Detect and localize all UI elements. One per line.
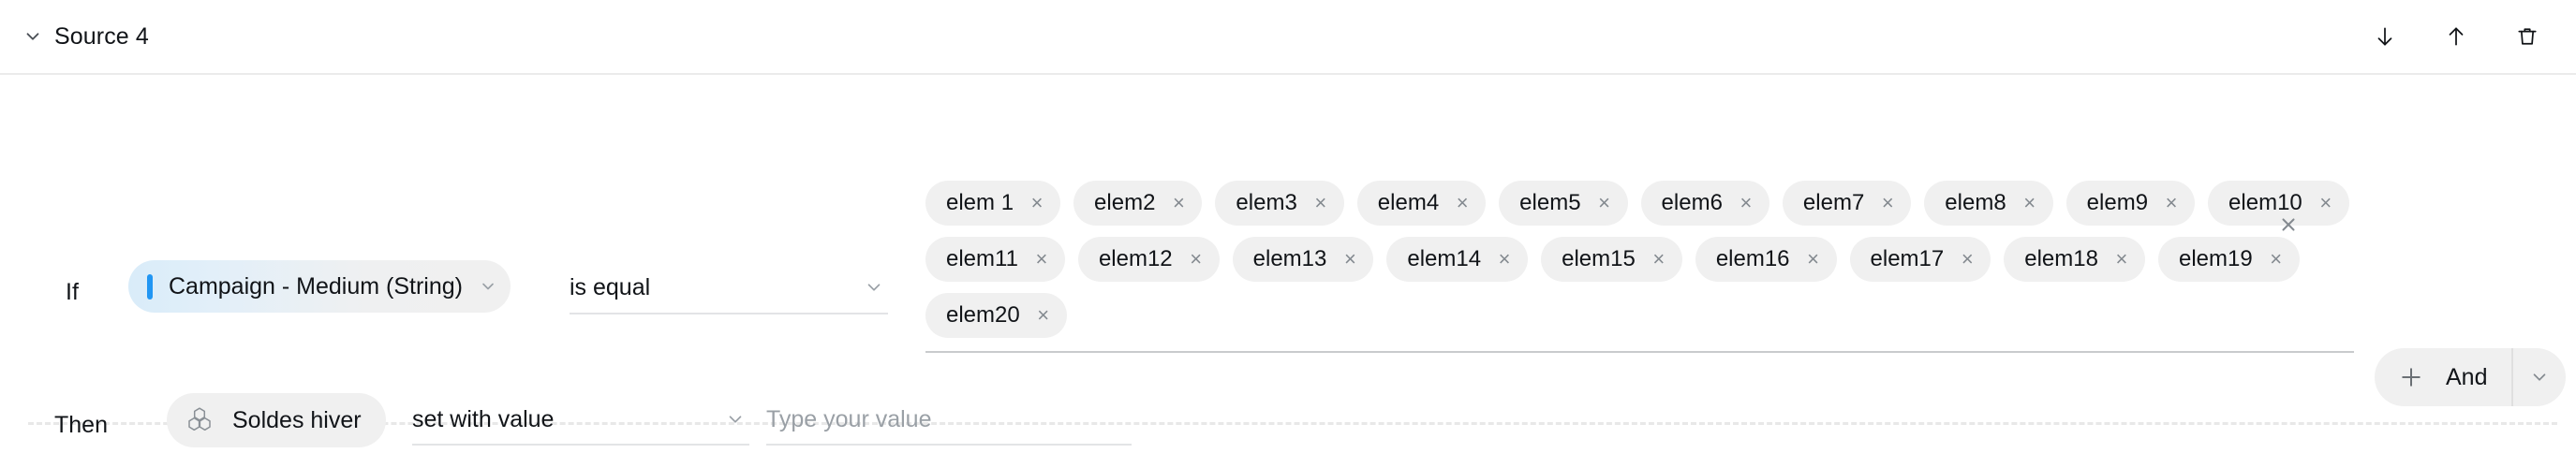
- then-action-select[interactable]: set with value: [412, 395, 749, 446]
- tag-label: elem 1: [946, 190, 1014, 215]
- then-value-field-wrap: [766, 395, 1132, 446]
- hexagon-cluster-icon: [184, 404, 215, 436]
- condition-field-value: Campaign - Medium (String): [169, 272, 463, 300]
- tag-label: elem15: [1562, 246, 1636, 271]
- tag-label: elem12: [1098, 246, 1173, 271]
- and-label: And: [2446, 363, 2488, 390]
- tag-chip[interactable]: elem10 ×: [2208, 181, 2349, 226]
- tag-label: elem7: [1802, 190, 1865, 215]
- tag-remove-icon[interactable]: ×: [1343, 247, 1356, 271]
- tag-remove-icon[interactable]: ×: [2165, 191, 2178, 214]
- tag-remove-icon[interactable]: ×: [1598, 191, 1610, 214]
- tag-chip[interactable]: elem16 ×: [1695, 237, 1837, 282]
- tag-label: elem5: [1519, 190, 1581, 215]
- tag-chip[interactable]: elem6 ×: [1640, 181, 1769, 226]
- condition-operator-value: is equal: [570, 273, 651, 300]
- add-and-condition-button[interactable]: And: [2375, 348, 2567, 406]
- if-section: If Campaign - Medium (String) is equal e…: [0, 75, 2576, 425]
- close-icon[interactable]: [2274, 211, 2302, 239]
- tag-remove-icon[interactable]: ×: [1030, 191, 1044, 214]
- tag-remove-icon[interactable]: ×: [2115, 247, 2128, 271]
- tag-label: elem14: [1407, 246, 1482, 271]
- tag-remove-icon[interactable]: ×: [1172, 191, 1185, 214]
- tag-label: elem3: [1236, 190, 1297, 215]
- tag-remove-icon[interactable]: ×: [1190, 247, 1203, 271]
- tag-chip[interactable]: elem2 ×: [1073, 181, 1203, 226]
- tag-label: elem13: [1252, 246, 1327, 271]
- tag-remove-icon[interactable]: ×: [1961, 247, 1974, 271]
- tag-chip[interactable]: elem7 ×: [1782, 181, 1912, 226]
- tag-label: elem6: [1661, 190, 1723, 215]
- tag-chip[interactable]: elem18 ×: [2004, 237, 2145, 282]
- if-label: If: [66, 279, 79, 305]
- tag-remove-icon[interactable]: ×: [1740, 191, 1753, 214]
- tag-label: elem9: [2086, 190, 2149, 215]
- tag-remove-icon[interactable]: ×: [2319, 191, 2332, 214]
- chevron-down-icon[interactable]: [2513, 348, 2566, 406]
- tag-remove-icon[interactable]: ×: [1807, 247, 1819, 271]
- then-section: Then Soldes hiver set with value: [0, 356, 2576, 468]
- tag-chip[interactable]: elem13 ×: [1232, 237, 1374, 282]
- then-target-select[interactable]: Soldes hiver: [167, 393, 386, 447]
- tag-chip[interactable]: elem 1 ×: [925, 181, 1061, 226]
- tag-remove-icon[interactable]: ×: [1456, 191, 1469, 214]
- tag-chip[interactable]: elem15 ×: [1541, 237, 1682, 282]
- chevron-down-icon: [864, 277, 884, 298]
- then-action-value: set with value: [412, 405, 555, 432]
- condition-field-select[interactable]: Campaign - Medium (String): [128, 260, 511, 313]
- then-target-value: Soldes hiver: [232, 406, 362, 433]
- tag-chip[interactable]: elem17 ×: [1849, 237, 1991, 282]
- tag-label: elem8: [1945, 190, 2006, 215]
- tag-chip[interactable]: elem8 ×: [1924, 181, 2053, 226]
- divider: [2511, 348, 2514, 406]
- arrow-up-icon[interactable]: [2437, 18, 2475, 55]
- then-label: Then: [54, 412, 108, 438]
- tag-chip[interactable]: elem19 ×: [2157, 237, 2300, 282]
- tag-chip[interactable]: elem3 ×: [1215, 181, 1344, 226]
- tag-chip[interactable]: elem14 ×: [1386, 237, 1529, 282]
- section-divider: [28, 422, 2557, 425]
- tag-chip[interactable]: elem5 ×: [1499, 181, 1628, 226]
- tag-chip[interactable]: elem11 ×: [925, 237, 1065, 282]
- tag-remove-icon[interactable]: ×: [2270, 247, 2283, 271]
- tag-label: elem18: [2024, 246, 2098, 271]
- trash-icon[interactable]: [2509, 18, 2546, 55]
- tag-remove-icon[interactable]: ×: [1498, 247, 1511, 271]
- page-title: Source 4: [54, 22, 149, 50]
- tag-label: elem20: [946, 302, 1020, 328]
- tag-chip[interactable]: elem20 ×: [925, 293, 1067, 338]
- tag-chip[interactable]: elem9 ×: [2065, 181, 2196, 226]
- tag-label: elem16: [1715, 246, 1790, 271]
- tag-label: elem2: [1094, 190, 1156, 215]
- tag-list: elem 1×elem2×elem3×elem4×elem5×elem6×ele…: [925, 181, 2354, 338]
- tag-remove-icon[interactable]: ×: [1314, 191, 1327, 214]
- tag-label: elem17: [1870, 246, 1945, 271]
- header-actions: [2366, 18, 2546, 55]
- tag-label: elem10: [2228, 190, 2302, 215]
- condition-values-tag-input[interactable]: elem 1×elem2×elem3×elem4×elem5×elem6×ele…: [925, 181, 2354, 353]
- tag-remove-icon[interactable]: ×: [1881, 191, 1894, 214]
- chevron-down-icon: [479, 277, 497, 296]
- tag-remove-icon[interactable]: ×: [2023, 191, 2036, 214]
- tag-chip[interactable]: elem12 ×: [1077, 237, 1220, 282]
- tag-label: elem4: [1377, 190, 1440, 215]
- arrow-down-icon[interactable]: [2366, 18, 2404, 55]
- card-header: Source 4: [0, 0, 2576, 75]
- condition-operator-select[interactable]: is equal: [570, 262, 888, 314]
- then-value-input[interactable]: [766, 405, 1132, 433]
- tag-chip[interactable]: elem4 ×: [1356, 181, 1487, 226]
- field-accent-bar: [147, 273, 153, 300]
- plus-icon: [2395, 361, 2427, 393]
- chevron-down-icon: [725, 409, 746, 430]
- tag-remove-icon[interactable]: ×: [1652, 247, 1666, 271]
- tag-remove-icon[interactable]: ×: [1035, 247, 1048, 271]
- tag-label: elem11: [946, 246, 1018, 271]
- chevron-down-icon[interactable]: [17, 21, 49, 52]
- tag-label: elem19: [2178, 246, 2253, 271]
- tag-remove-icon[interactable]: ×: [1037, 303, 1050, 327]
